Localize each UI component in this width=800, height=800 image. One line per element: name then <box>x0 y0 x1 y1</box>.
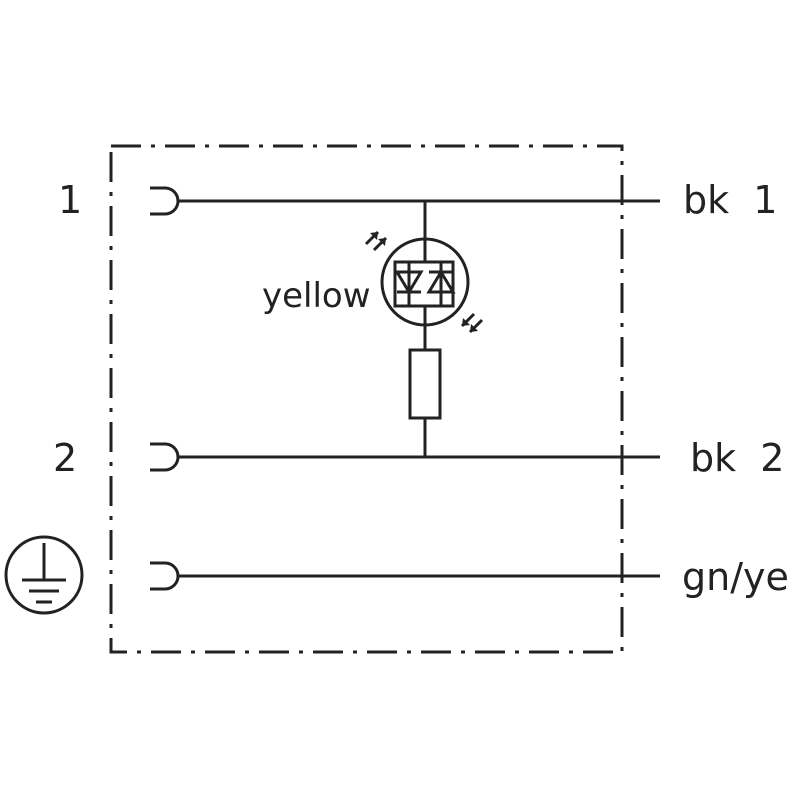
light-arrows-icon <box>364 230 388 252</box>
light-arrows-icon-2 <box>460 312 484 334</box>
wire-3-label: gn/ye <box>682 555 789 599</box>
ground-icon <box>4 535 84 615</box>
wire-1-label: bk 1 <box>683 178 777 222</box>
pin-2-label: 2 <box>53 436 77 480</box>
contact-3 <box>150 561 180 591</box>
contact-2 <box>150 442 180 472</box>
pin-1-label: 1 <box>58 178 82 222</box>
resistor <box>408 348 442 420</box>
housing-outline <box>109 144 624 654</box>
wire-2-label: bk 2 <box>690 436 784 480</box>
contact-1 <box>150 186 180 216</box>
led-color-label: yellow <box>262 276 371 316</box>
led-icon <box>380 237 470 327</box>
